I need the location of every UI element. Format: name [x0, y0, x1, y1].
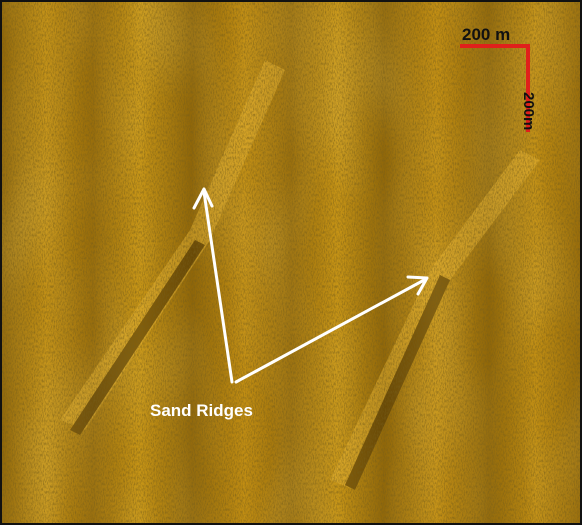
- arrow-head-right: [406, 275, 429, 296]
- sand-ridges-label: Sand Ridges: [150, 401, 253, 420]
- scale-bar: [460, 44, 530, 132]
- scale-bar-horizontal-label: 200 m: [462, 25, 511, 44]
- arrow-to-right-ridge: [234, 277, 428, 384]
- annotation-arrows: [192, 187, 429, 384]
- scale-bar-vertical-label: 200m: [520, 92, 537, 131]
- arrow-to-left-ridge: [202, 190, 234, 384]
- arrow-head-left: [192, 187, 214, 210]
